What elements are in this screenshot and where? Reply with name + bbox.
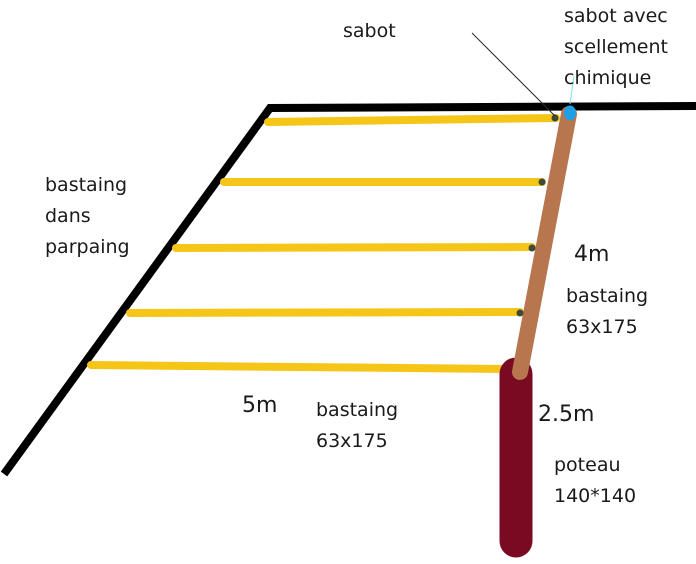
post-height-label: 2.5m (538, 402, 595, 427)
joist-beam-label-line-2: 63x175 (316, 430, 388, 452)
joist-1 (264, 114, 560, 126)
diagonal-beam (512, 106, 577, 380)
joist-3 (172, 243, 536, 252)
wall-outline (0, 102, 696, 477)
post-label-line-1: poteau (554, 454, 621, 476)
sabot-leader-line (471, 32, 556, 117)
sabot-label: sabot (343, 20, 396, 42)
joist-4 (126, 308, 524, 317)
chemical-sabot-label-line-2: scellement (564, 36, 668, 58)
joist-5 (87, 361, 510, 373)
sabot-dot-1 (551, 114, 559, 122)
wall-joist-label-line-2: dans (45, 205, 91, 227)
wall-joist-label-line-1: bastaing (45, 174, 128, 196)
wall-joist-label-line-3: parpaing (45, 236, 130, 258)
joist-length-label: 5m (242, 393, 278, 418)
chemical-anchor (564, 105, 576, 121)
chemical-sabot-label-line-1: sabot avec (564, 5, 668, 27)
sabot-dot-3 (528, 244, 536, 252)
sabot-dot-2 (538, 178, 546, 186)
diagonal-beam-label-line-1: bastaing (566, 285, 649, 307)
sabot-dot-4 (516, 309, 524, 317)
chemical-anchor-leader-line (569, 75, 575, 105)
joist-beam-label-line-1: bastaing (316, 399, 399, 421)
post-label-line-2: 140*140 (554, 485, 637, 507)
diagonal-beam-label-line-2: 63x175 (566, 316, 638, 338)
chemical-sabot-label-line-3: chimique (564, 67, 652, 89)
diagonal-length-label: 4m (574, 242, 610, 267)
